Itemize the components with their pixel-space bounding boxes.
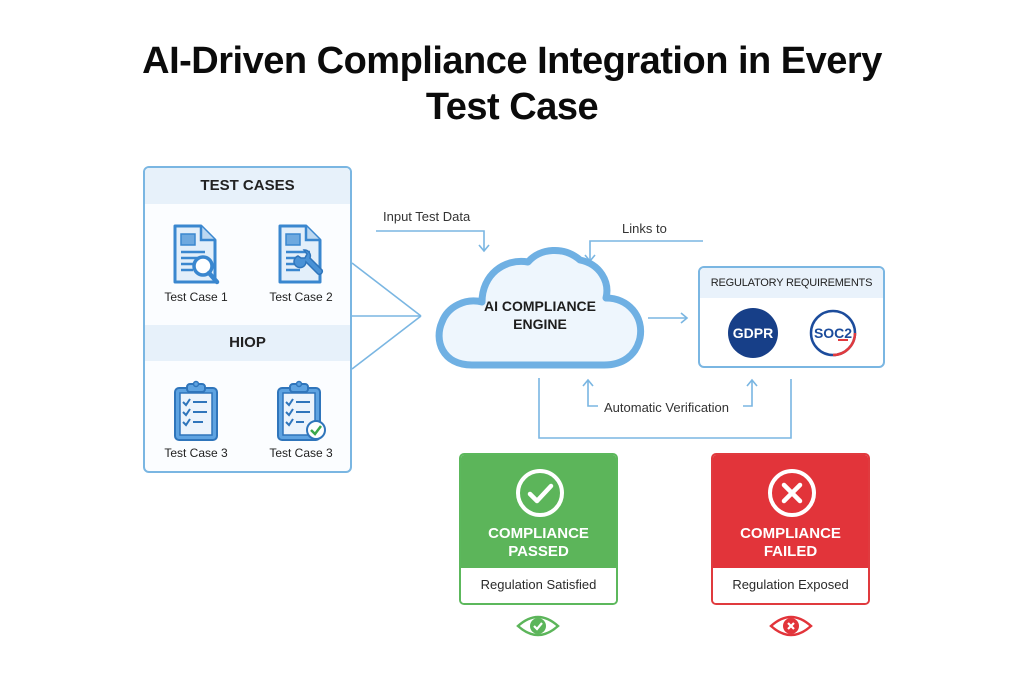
- cloud-icon: [435, 247, 645, 369]
- test-case-1-label: Test Case 1: [164, 290, 228, 304]
- failed-title-line-1: COMPLIANCE: [740, 525, 841, 542]
- verify-arrow-left: [587, 381, 598, 407]
- test-case-3-label: Test Case 3: [164, 446, 228, 460]
- links-to-label: Links to: [622, 221, 667, 236]
- test-case-3[interactable]: Test Case 3: [148, 380, 244, 460]
- soc2-label: SOC2: [813, 325, 853, 341]
- hiop-header: HIOP: [145, 325, 350, 361]
- input-arrowhead: [478, 244, 490, 253]
- regulatory-header: REGULATORY REQUIREMENTS: [700, 268, 883, 298]
- passed-title-line-2: PASSED: [508, 543, 569, 560]
- eye-x-icon: [769, 615, 813, 637]
- input-test-data-label: Input Test Data: [383, 209, 471, 224]
- passed-title-line-1: COMPLIANCE: [488, 525, 589, 542]
- check-circle-icon: [516, 469, 564, 517]
- engine-line-2: ENGINE: [513, 316, 567, 332]
- test-cases-panel: TEST CASES HIOP Test Case 1 Test Case 2: [143, 166, 352, 473]
- regulatory-requirements-panel: REGULATORY REQUIREMENTS GDPR SOC2: [698, 266, 885, 368]
- ai-compliance-engine: AI COMPLIANCE ENGINE: [450, 297, 630, 333]
- automatic-verification-label: Automatic Verification: [604, 400, 730, 415]
- test-case-2-label: Test Case 2: [269, 290, 333, 304]
- verify-arrow-right: [743, 381, 753, 407]
- eye-check-icon: [516, 615, 560, 637]
- verify-arrowhead-left: [582, 378, 594, 387]
- compliance-failed-card: COMPLIANCE FAILED Regulation Exposed: [711, 453, 870, 605]
- test-case-2[interactable]: Test Case 2: [253, 224, 349, 304]
- diagram-title: AI-Driven Compliance Integration in Ever…: [0, 38, 1024, 130]
- funnel-line-bottom: [351, 315, 422, 370]
- x-circle-icon: [768, 469, 816, 517]
- verification-loop-line: [538, 378, 792, 439]
- engine-line-1: AI COMPLIANCE: [484, 298, 596, 314]
- gdpr-badge[interactable]: GDPR: [728, 308, 778, 358]
- failed-title-line-2: FAILED: [763, 543, 818, 560]
- clipboard-checklist-icon: [174, 380, 218, 441]
- test-case-4[interactable]: Test Case 3: [253, 380, 349, 460]
- verify-arrowhead-right: [746, 378, 758, 387]
- document-wrench-icon: [278, 224, 324, 284]
- links-arrow-line: [589, 240, 703, 260]
- test-cases-header: TEST CASES: [145, 168, 350, 204]
- passed-title: COMPLIANCE PASSED: [461, 525, 616, 561]
- document-search-icon: [173, 224, 220, 285]
- clipboard-verified-icon: [277, 380, 326, 441]
- soc2-badge[interactable]: SOC2: [808, 308, 858, 358]
- cloud-to-reg-arrowhead: [680, 312, 689, 324]
- soc2-ring-icon: [809, 309, 857, 357]
- title-line-2: Test Case: [425, 86, 599, 128]
- funnel-line-top: [351, 262, 422, 317]
- failed-caption: Regulation Exposed: [713, 568, 868, 603]
- passed-caption: Regulation Satisfied: [461, 568, 616, 603]
- test-case-1[interactable]: Test Case 1: [148, 224, 244, 304]
- input-arrow-line: [376, 230, 485, 250]
- title-line-1: AI-Driven Compliance Integration in Ever…: [142, 40, 882, 82]
- test-case-4-label: Test Case 3: [269, 446, 333, 460]
- compliance-passed-card: COMPLIANCE PASSED Regulation Satisfied: [459, 453, 618, 605]
- failed-title: COMPLIANCE FAILED: [713, 525, 868, 561]
